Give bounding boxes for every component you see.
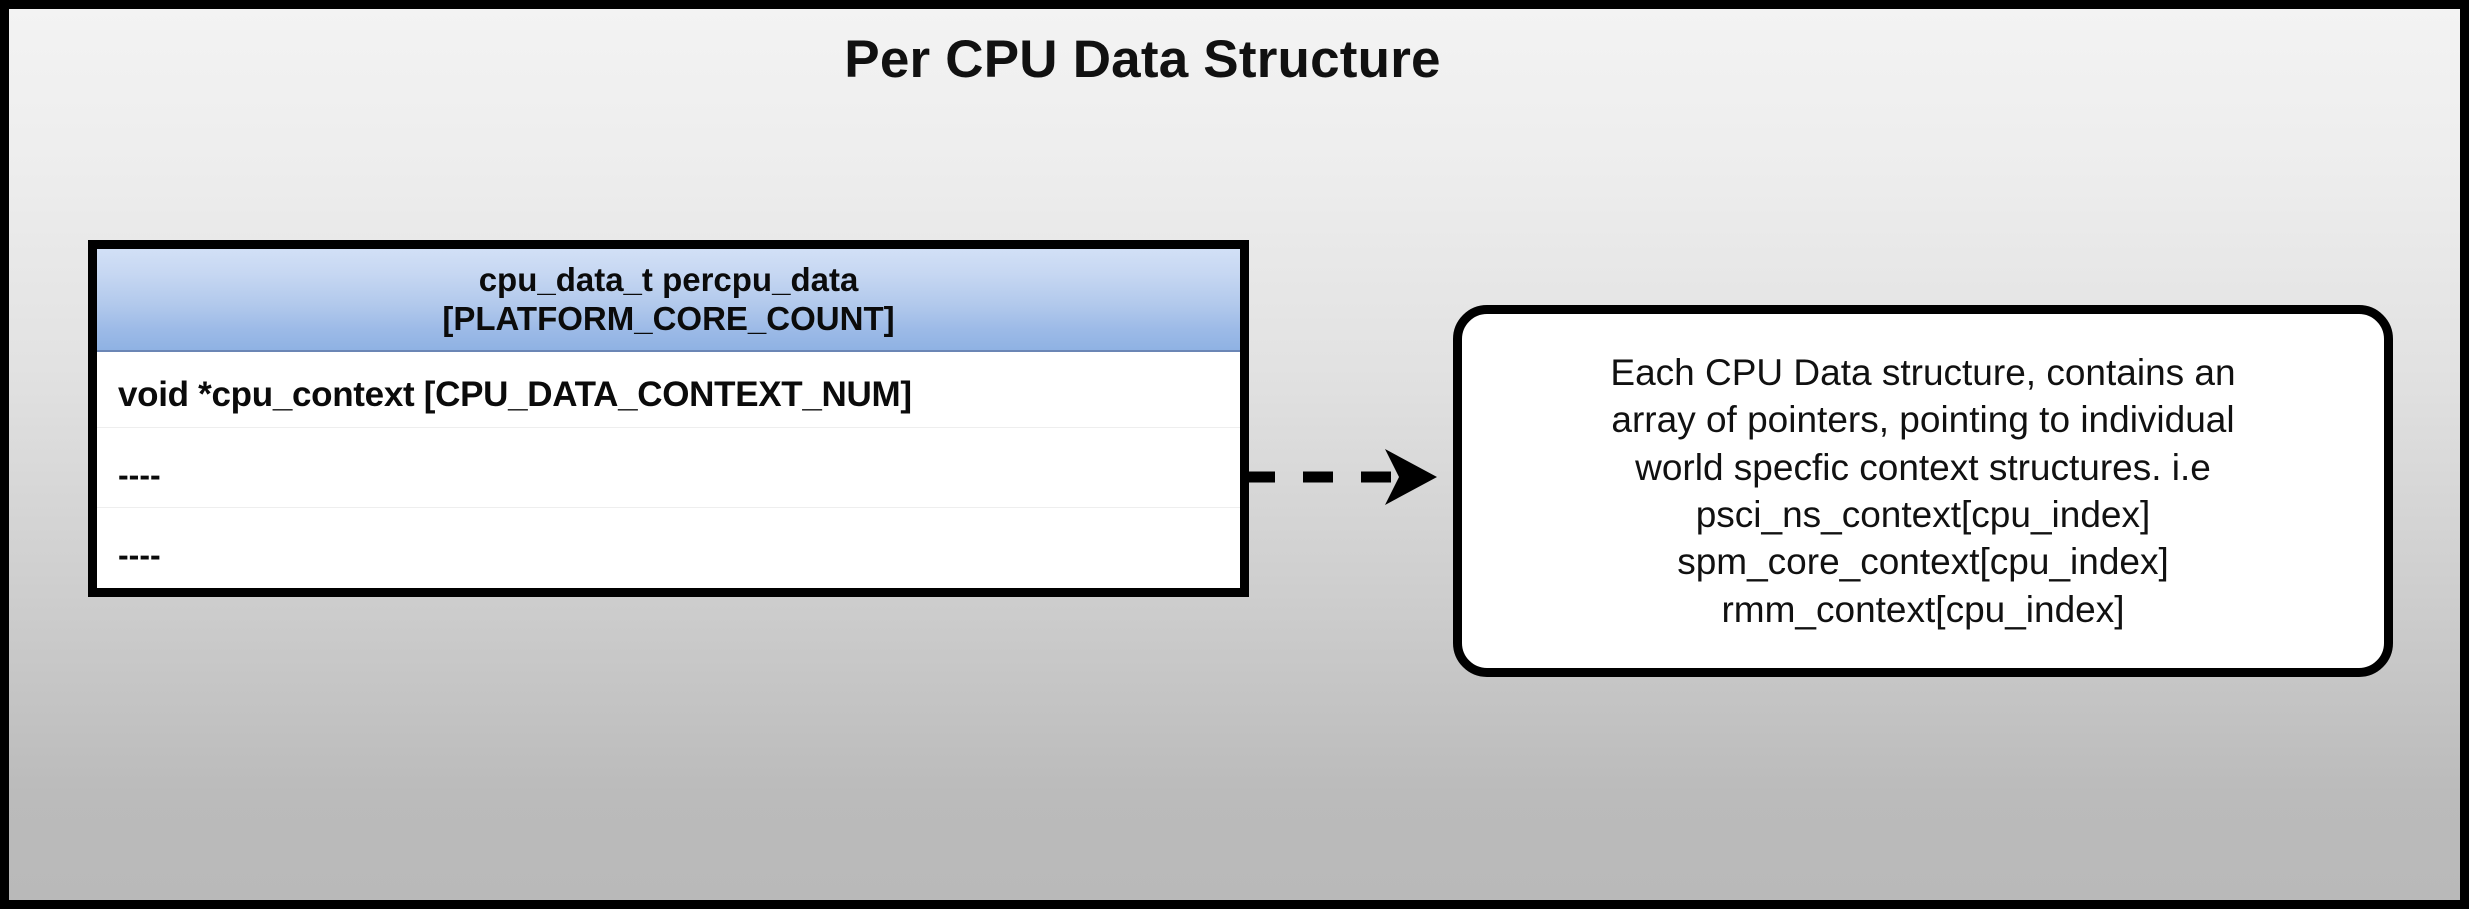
table-row: ---- bbox=[97, 427, 1240, 507]
callout-box: Each CPU Data structure, contains an arr… bbox=[1453, 305, 2393, 677]
table-row: void *cpu_context [CPU_DATA_CONTEXT_NUM] bbox=[97, 352, 1240, 427]
callout-line-3: world specfic context structures. i.e bbox=[1635, 446, 2211, 488]
callout-line-psci-ns-context: psci_ns_context[cpu_index] bbox=[1695, 494, 2151, 535]
callout-line-spm-core-context: spm_core_context[cpu_index] bbox=[1677, 541, 2169, 583]
callout-line-rmm-context: rmm_context[cpu_index] bbox=[1721, 588, 2125, 630]
page-title: Per CPU Data Structure bbox=[844, 30, 1441, 89]
callout-line-1: Each CPU Data structure, contains an bbox=[1610, 351, 2236, 393]
struct-field-placeholder-1: ---- bbox=[118, 457, 161, 493]
struct-field-cpu-context: void *cpu_context [CPU_DATA_CONTEXT_NUM] bbox=[118, 375, 912, 414]
dashed-arrow-icon bbox=[1245, 449, 1437, 505]
struct-header-line-2: [PLATFORM_CORE_COUNT] bbox=[442, 299, 895, 337]
struct-header-line-1: cpu_data_t percpu_data bbox=[478, 260, 859, 298]
table-row: ---- bbox=[97, 507, 1240, 587]
percpu-data-struct-table: cpu_data_t percpu_data [PLATFORM_CORE_CO… bbox=[88, 240, 1249, 597]
struct-field-placeholder-2: ---- bbox=[118, 537, 161, 573]
callout-line-2: array of pointers, pointing to individua… bbox=[1611, 399, 2235, 441]
struct-table-header: cpu_data_t percpu_data [PLATFORM_CORE_CO… bbox=[97, 249, 1240, 352]
